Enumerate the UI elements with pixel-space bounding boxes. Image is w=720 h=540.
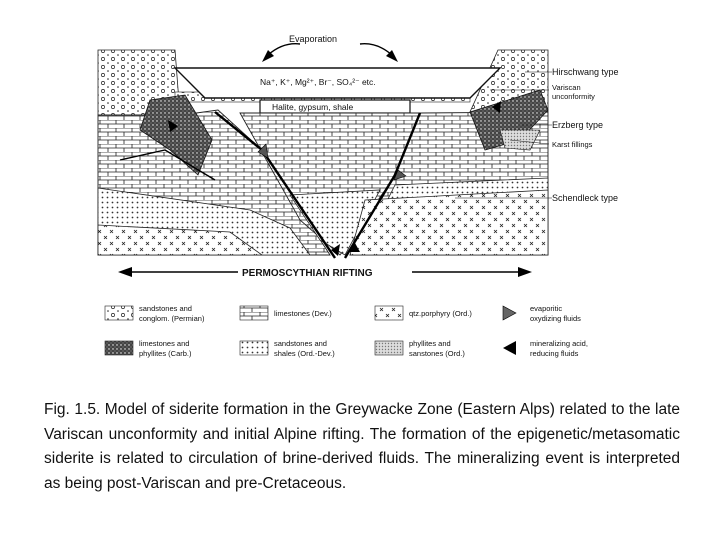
qtz-porphyry-right (349, 189, 549, 256)
evaporation-arrow-right (359, 43, 393, 56)
reducing-fluid-arrow (348, 243, 360, 252)
reducing-fluid-arrow (331, 244, 340, 256)
legend-label: sandstones and (139, 304, 192, 313)
evaporation-arrow-left (267, 43, 301, 56)
legend-label: qtz.porphyry (Ord.) (409, 309, 472, 318)
rifting-arrowhead-left (118, 267, 132, 277)
ord-dev-sandstones-graben (289, 189, 381, 256)
legend-label: phyllites (Carb.) (139, 349, 192, 358)
legend: sandstones and conglom. (Permian) limest… (104, 304, 588, 358)
ions-label: Na⁺, K⁺, Mg²⁺, Br⁻, SO₄²⁻ etc. (260, 77, 376, 87)
siderite-model-diagram: Evaporation Na⁺, K⁺, Mg²⁺, Br⁻, SO₄²⁻ et… (97, 34, 619, 358)
legend-swatch-phyllites (374, 340, 404, 356)
legend-swatch-permian-sandstones (104, 305, 134, 321)
evaporite-basin (173, 67, 502, 99)
reducing-fluid-arrow (168, 120, 178, 132)
schendleck-label: Schendleck type (552, 193, 618, 203)
erzberg-siderite-left (139, 94, 213, 176)
qtz-porphyry-left (97, 224, 264, 256)
evaporation-arrowhead-left (262, 50, 274, 62)
legend-label: mineralizing acid, (530, 339, 588, 348)
legend-label: oxydizing fluids (530, 314, 581, 323)
evaporation-arrowhead-right (386, 50, 398, 62)
legend-oxidizing-arrow-icon (502, 305, 517, 321)
oxidizing-fluid-arrow (257, 143, 269, 159)
variscan-label-1: Variscan (552, 83, 581, 92)
rifting-arrowhead-right (518, 267, 532, 277)
figure-caption: Fig. 1.5. Model of siderite formation in… (44, 401, 680, 492)
legend-swatch-limestones-carb (104, 340, 134, 356)
reducing-fluid-arrow (492, 101, 501, 113)
legend-label: limestones (Dev.) (274, 309, 332, 318)
legend-reducing-arrow-icon (503, 341, 516, 355)
legend-label: reducing fluids (530, 349, 579, 358)
right-annotations (455, 71, 552, 199)
legend-label: evaporitic (530, 304, 562, 313)
legend-swatch-limestones-dev (239, 305, 269, 321)
rifting-label-bg (238, 264, 412, 280)
legend-swatch-qtz-porphyry (374, 305, 404, 321)
legend-label: limestones and (139, 339, 189, 348)
variscan-label-2: unconformity (552, 92, 595, 101)
legend-label: shales (Ord.-Dev.) (274, 349, 335, 358)
legend-label: phyllites and (409, 339, 451, 348)
karst-label: Karst fillings (552, 140, 593, 149)
legend-label: conglom. (Permian) (139, 314, 205, 323)
fault-minor (119, 149, 216, 181)
fault-right (343, 112, 422, 259)
hirschwang-label: Hirschwang type (552, 67, 619, 77)
rifting-label: PERMOSCYTHIAN RIFTING (242, 268, 373, 279)
evaporation-label: Evaporation (289, 34, 337, 44)
oxidizing-fluid-arrow (393, 169, 407, 181)
karst-fillings (499, 129, 541, 151)
legend-label: sanstones (Ord.) (409, 349, 465, 358)
erzberg-label: Erzberg type (552, 120, 603, 130)
legend-swatch-sandstones-shales (239, 340, 269, 356)
halite-label: Halite, gypsum, shale (272, 102, 354, 112)
legend-label: sandstones and (274, 339, 327, 348)
